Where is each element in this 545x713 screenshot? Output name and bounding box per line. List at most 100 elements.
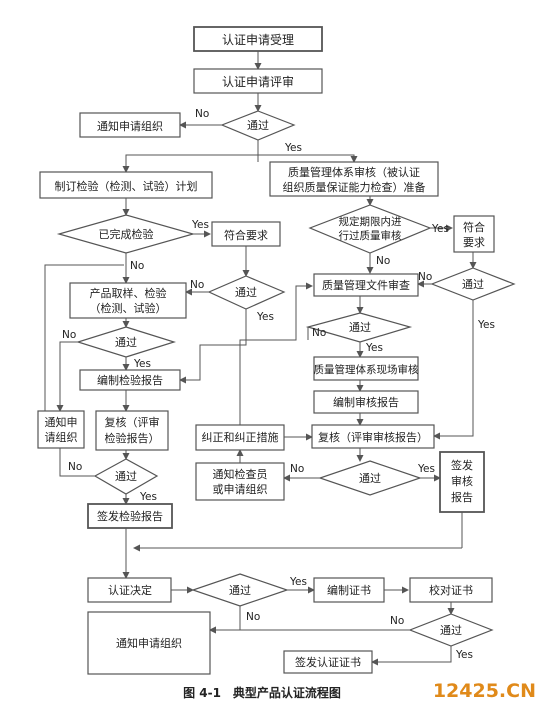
node-issue-audit-text-2: 审核 [451,474,473,488]
node-req-ok-right-text-2: 要求 [463,236,485,249]
node-qms-text-2: 组织质量保证能力检查）准备 [283,180,426,194]
decision-pass-req-left-text: 通过 [235,286,257,299]
node-qms: 质量管理体系审核（被认证 组织质量保证能力检查）准备 [269,161,439,197]
node-review: 认证申请评审 [193,68,323,94]
edge-label-no: No [390,615,404,627]
node-compile-report: 编制检验报告 [79,369,181,391]
decision-deadline: 规定期限内进 行过质量审核 [308,204,432,254]
edge-label-no: No [130,260,144,272]
node-proof-cert-text: 校对证书 [429,583,473,597]
decision-deadline-text-2: 行过质量审核 [339,229,402,242]
node-req-ok-left-text: 符合要求 [224,228,268,242]
node-apply-text: 认证申请受理 [222,33,294,47]
node-doc-review: 质量管理文件审查 [313,273,419,297]
edge-label-yes: Yes [133,358,151,370]
node-onsite: 质量管理体系现场审核 [313,356,419,381]
decision-pass-decision-text: 通过 [229,584,251,597]
node-apply: 认证申请受理 [193,26,323,52]
node-audit-report: 编制审核报告 [313,390,419,414]
edge-label-yes: Yes [256,311,274,323]
node-req-ok-right: 符合 要求 [453,215,495,253]
decision-pass-doc-text: 通过 [349,321,371,334]
node-plan: 制订检验（检测、试验）计划 [39,171,213,199]
node-sample-text-2: （检测、试验） [90,301,167,315]
node-issue-audit: 签发 审核 报告 [439,451,485,513]
decision-pass-decision: 通过 [191,573,289,607]
node-compile-cert-text: 编制证书 [327,583,371,597]
node-corrective-text: 纠正和纠正措施 [202,430,279,444]
decision-pass-sample-text: 通过 [115,336,137,349]
node-issue-inspect-text: 签发检验报告 [97,509,163,523]
node-corrective: 纠正和纠正措施 [195,424,285,451]
node-sample: 产品取样、检验 （检测、试验） [69,282,187,319]
decision-pass-review-text: 通过 [247,119,269,132]
edge-label-no: No [312,327,326,339]
edge-label-yes: Yes [417,463,435,475]
decision-deadline-text-1: 规定期限内进 [339,215,402,228]
decision-pass-audit-text: 通过 [359,472,381,485]
node-req-ok-right-text-1: 符合 [463,220,485,234]
decision-completed: 已完成检验 [56,214,196,254]
decision-pass-proof-text: 通过 [440,624,462,637]
edge-labels: No Yes Yes No No Yes No Yes No Yes Yes N… [62,108,495,661]
decision-pass-recheck-text: 通过 [115,470,137,483]
decision-completed-text: 已完成检验 [99,227,154,241]
edge-label-no: No [246,611,260,623]
edge-label-no: No [418,271,432,283]
node-notify-inspector-text-2: 或申请组织 [213,482,268,496]
node-decision-text: 认证决定 [108,583,152,597]
edge-label-yes: Yes [139,491,157,503]
node-notify-org-top: 通知申请组织 [79,112,181,138]
node-recheck: 复核（评审 检验报告） [95,410,169,451]
node-notify-left-text-2: 请组织 [45,430,78,444]
decision-pass-doc: 通过 [305,312,413,343]
connectors [44,51,477,666]
figure-caption: 图 4-1 典型产品认证流程图 [183,685,341,700]
node-notify-org-bottom-text: 通知申请组织 [116,636,182,650]
node-audit-report-text: 编制审核报告 [333,395,399,409]
decision-pass-audit: 通过 [318,460,422,496]
node-notify-left: 通知申 请组织 [37,410,85,449]
decision-pass-sample: 通过 [75,326,177,358]
node-notify-left-text-1: 通知申 [45,415,78,429]
node-plan-text: 制订检验（检测、试验）计划 [55,179,198,193]
edge-label-no: No [195,108,209,120]
node-issue-audit-text-3: 报告 [451,490,473,504]
edge-label-no: No [376,255,390,267]
edge-label-yes: Yes [455,649,473,661]
node-req-ok-left: 符合要求 [211,221,281,247]
decision-pass-req-left: 通过 [207,275,286,310]
edge-label-no: No [190,279,204,291]
node-recheck-audit-text: 复核（评审审核报告） [318,430,428,444]
node-onsite-text: 质量管理体系现场审核 [314,363,419,376]
node-recheck-text-1: 复核（评审 [105,415,160,429]
decision-pass-req-right-text: 通过 [462,278,484,291]
decision-pass-proof: 通过 [408,613,494,647]
decision-pass-recheck: 通过 [93,458,159,495]
node-recheck-audit: 复核（评审审核报告） [311,424,435,449]
node-notify-inspector-text-1: 通知检查员 [213,467,268,481]
node-doc-review-text: 质量管理文件审查 [322,278,410,292]
node-issue-cert: 签发认证证书 [283,650,373,674]
node-issue-audit-text-1: 签发 [451,458,473,472]
edge-label-no: No [62,329,76,341]
node-proof-cert: 校对证书 [409,577,493,603]
node-issue-inspect: 签发检验报告 [87,503,173,529]
watermark: 12425.CN [433,680,536,702]
node-review-text: 认证申请评审 [222,74,294,89]
node-issue-cert-text: 签发认证证书 [295,655,361,669]
node-notify-org-top-text: 通知申请组织 [97,119,163,133]
node-compile-report-text: 编制检验报告 [97,373,163,387]
decision-pass-req-right: 通过 [430,267,516,301]
edge-label-yes: Yes [477,319,495,331]
edge-label-yes: Yes [284,142,302,154]
edge-label-no: No [290,463,304,475]
edge-label-yes: Yes [431,223,449,235]
edge-label-yes: Yes [365,342,383,354]
node-decision: 认证决定 [87,577,172,603]
edge-label-no: No [68,461,82,473]
node-recheck-text-2: 检验报告） [105,431,160,445]
decision-pass-review: 通过 [220,110,296,141]
node-qms-text-1: 质量管理体系审核（被认证 [288,165,420,179]
